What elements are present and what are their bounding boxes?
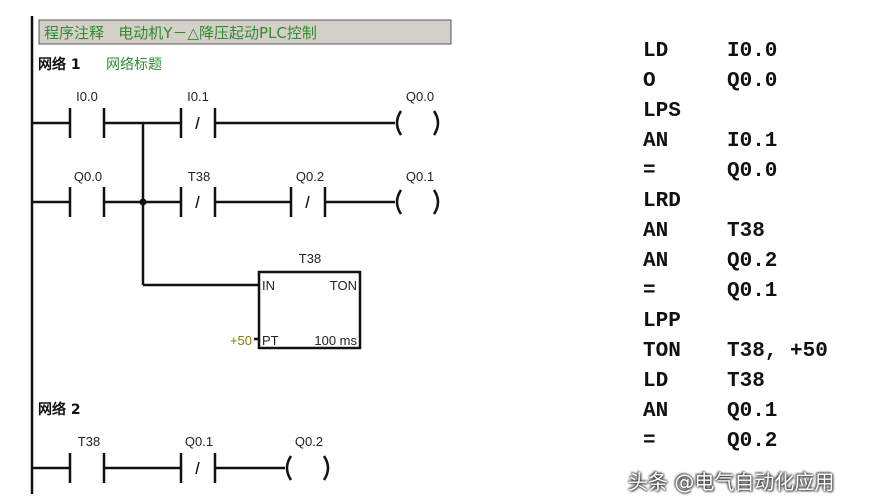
contact-label: I0.1 [187,89,209,104]
instruction-operand: Q0.1 [727,280,778,303]
instruction-operand: T38 [727,220,765,243]
instruction-operand: Q0.0 [727,70,778,93]
instruction-op: = [643,160,656,183]
timer-type: TON [330,278,357,293]
network-2-title: 网络 2 [38,401,81,418]
contact-label: Q0.2 [296,169,324,184]
timer-pt-label: PT [262,333,279,348]
instruction-op: LD [643,40,669,63]
network-1-subtitle: 网络标题 [106,57,162,73]
coil-label: Q0.2 [295,434,323,449]
program-comment-box[interactable] [38,19,452,45]
instruction-op: AN [643,250,669,273]
instruction-op: AN [643,400,669,423]
instruction-op: AN [643,130,669,153]
network-1-title: 网络 1 [38,56,81,73]
contact-label: I0.0 [76,89,98,104]
instruction-op: LD [643,370,669,393]
instruction-operand: Q0.2 [727,430,778,453]
ladder-wiring [32,108,440,483]
instruction-op: AN [643,220,669,243]
timer-preset: +50 [230,333,252,348]
contact-label: Q0.0 [74,169,102,184]
program-comment: 程序注释 电动机Y－△降压起动PLC控制 [44,24,317,42]
junction-dot [139,198,147,206]
timer-name: T38 [299,251,321,266]
instruction-operand: I0.0 [727,40,778,63]
instruction-operand: T38 [727,370,765,393]
instruction-operand: Q0.0 [727,160,778,183]
instruction-op: LPP [643,310,681,333]
instruction-operand: T38, +50 [727,340,828,363]
instruction-op: TON [643,340,681,363]
ton-timer-block[interactable] [257,270,362,350]
coil-label: Q0.1 [406,169,434,184]
instruction-operand: Q0.2 [727,250,778,273]
contact-label: Q0.1 [185,434,213,449]
coil-label: Q0.0 [406,89,434,104]
contact-label: T38 [78,434,100,449]
instruction-op: = [643,430,656,453]
instruction-operand: Q0.1 [727,400,778,423]
instruction-op: O [643,70,656,93]
contact-label: T38 [188,169,210,184]
instruction-op: = [643,280,656,303]
instruction-op: LRD [643,190,681,213]
timer-base: 100 ms [314,333,357,348]
timer-in-label: IN [262,278,275,293]
instruction-operand: I0.1 [727,130,778,153]
watermark: 头条 @电气自动化应用 [628,470,835,494]
instruction-op: LPS [643,100,681,123]
